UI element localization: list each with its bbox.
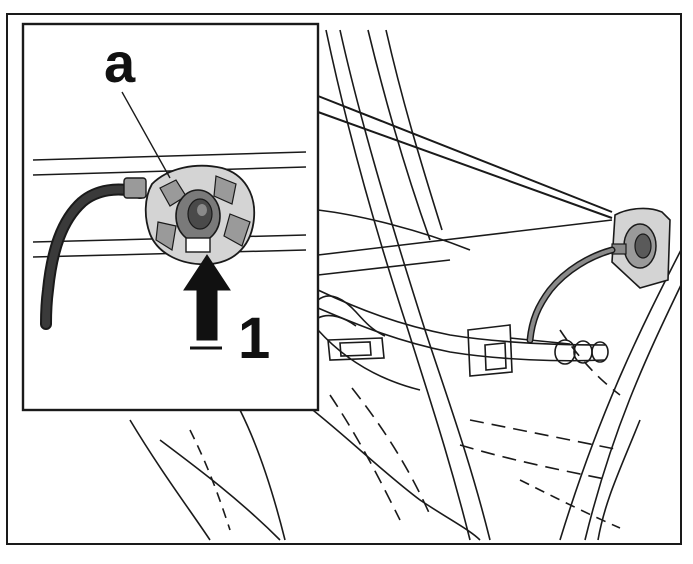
background-scene [129, 29, 682, 541]
release-tab [185, 237, 211, 253]
label-a: a [104, 31, 136, 94]
push-arrow [183, 254, 231, 350]
label-1: 1 [238, 306, 270, 371]
cable-clip [123, 177, 147, 199]
callout-leader-lines [317, 95, 613, 219]
label-a-leader [121, 91, 171, 179]
sensor-detail [144, 164, 256, 266]
sensor-on-vehicle [526, 207, 671, 344]
detail-inset: a 1 [21, 22, 320, 412]
